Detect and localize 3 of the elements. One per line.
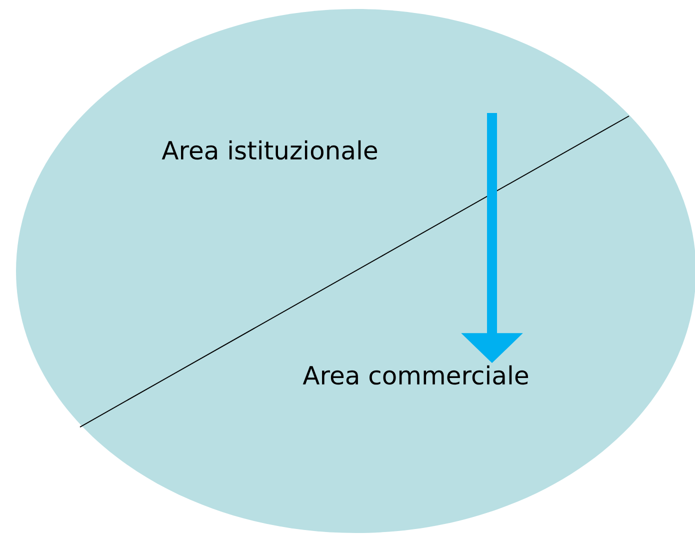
area-label: Area commerciale (302, 365, 528, 385)
area-label: Area istituzionale (162, 140, 378, 160)
ellipse-region (16, 9, 695, 533)
